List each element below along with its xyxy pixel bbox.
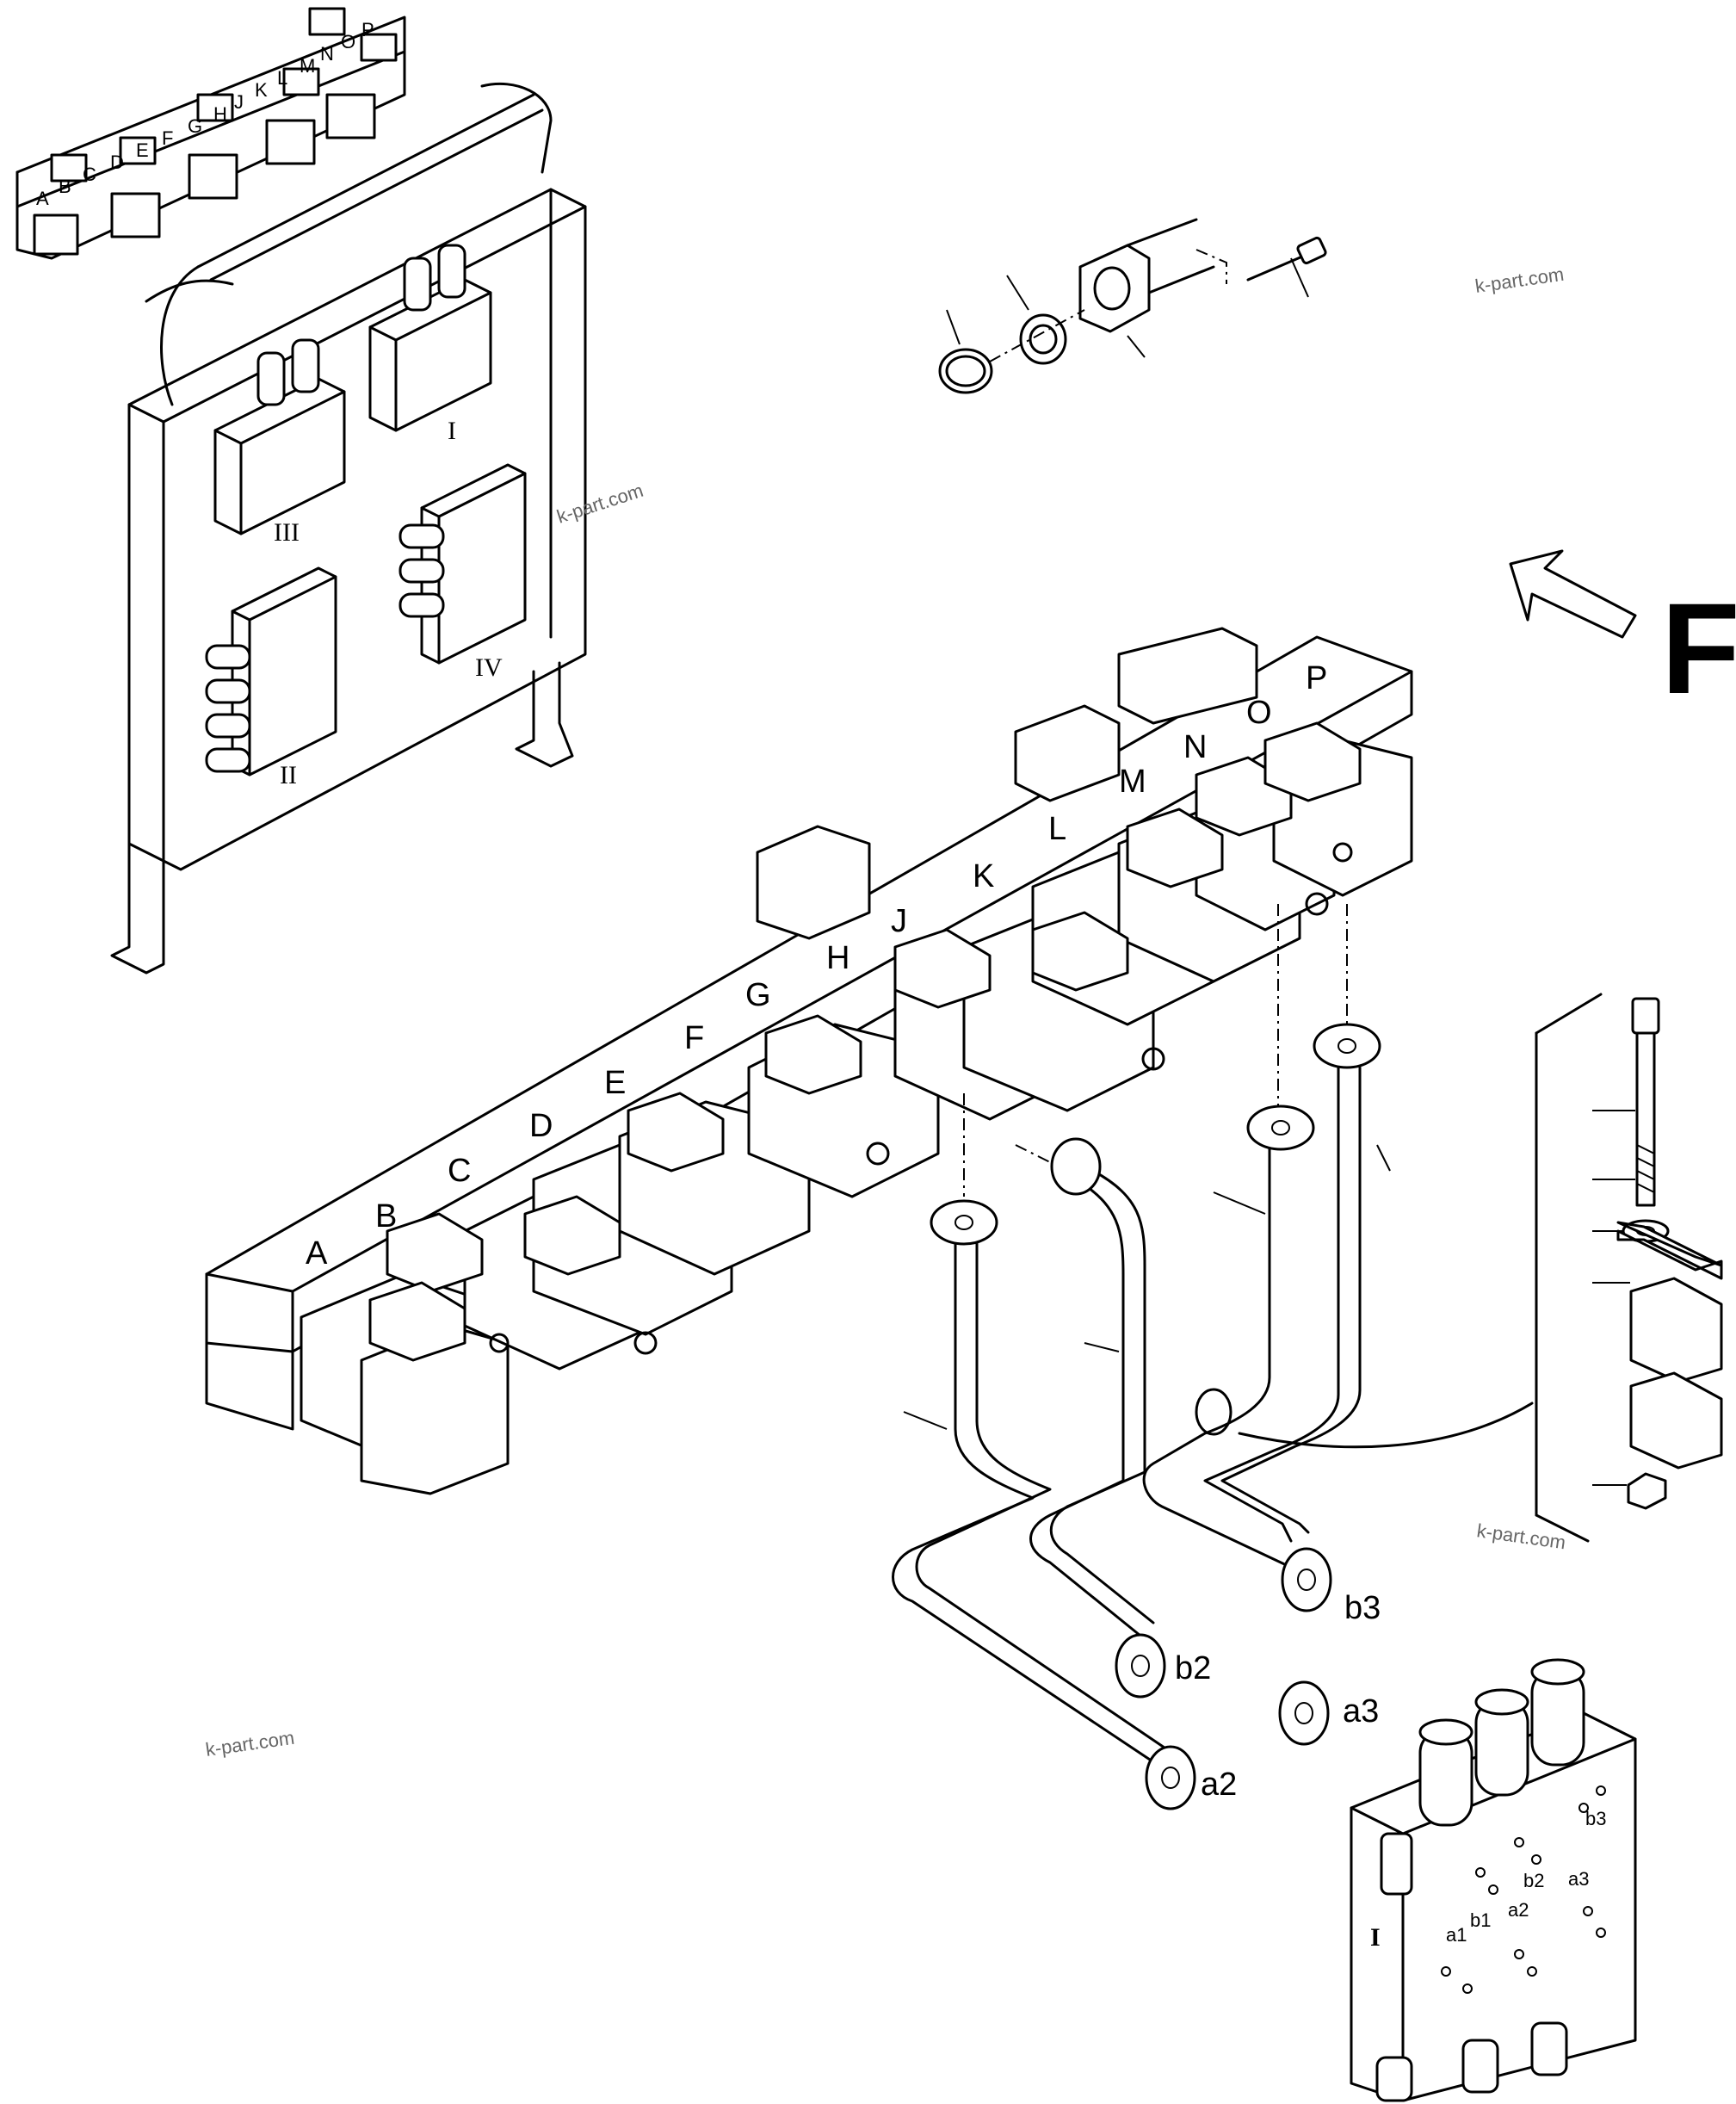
watermark: k-part.com (1473, 263, 1565, 297)
valve-label: C (448, 1153, 471, 1189)
valve-label: A (306, 1235, 328, 1272)
overview-label: D (110, 152, 124, 173)
valve-label: J (891, 903, 907, 939)
overview-label: J (234, 91, 244, 113)
pipe-port-label: b2 (1175, 1650, 1211, 1686)
valve-block-I: I a1 b1 a2 b2 a3 b3 (1350, 1658, 1637, 2102)
valve-label: H (826, 940, 849, 976)
group-label-IV: IV (475, 653, 503, 682)
overview-label: N (320, 43, 334, 65)
overview-label: K (255, 79, 268, 101)
overview-label: L (277, 67, 287, 89)
flange-exploded-view (938, 218, 1327, 394)
section-letter: F (1661, 576, 1736, 721)
valve-label: F (684, 1020, 704, 1056)
watermark: k-part.com (204, 1727, 295, 1761)
overview-label: G (188, 115, 202, 137)
group-label-II: II (280, 761, 297, 789)
overview-label: E (136, 139, 149, 161)
block-port-label: a2 (1508, 1899, 1529, 1921)
valve-label: D (529, 1108, 553, 1144)
manifold-assembly (205, 627, 1413, 1495)
pipe-port-label: a2 (1201, 1767, 1237, 1803)
view-arrow-icon (1509, 549, 1637, 639)
pipe-assembly (892, 904, 1534, 1810)
block-port-label: b1 (1470, 1909, 1491, 1931)
pipe-port-label: b3 (1344, 1590, 1381, 1626)
pipe-port-label: a3 (1343, 1693, 1379, 1730)
valve-label: L (1048, 811, 1066, 847)
valve-label: K (973, 858, 994, 894)
block-group-label: I (1370, 1923, 1381, 1952)
valve-label: M (1119, 764, 1146, 800)
watermark: k-part.com (554, 480, 646, 528)
valve-label: N (1183, 729, 1207, 765)
overview-label: P (361, 19, 374, 40)
overview-label: C (83, 164, 96, 185)
overview-label: B (59, 176, 71, 197)
overview-letters: A B C D E F G H J K L M N O P (36, 19, 374, 209)
overview-label: H (213, 103, 227, 125)
valve-label: G (745, 977, 771, 1013)
group-label-I: I (448, 417, 456, 445)
valve-letter-labels: A B C D E F G H J K L M N O P (306, 660, 1327, 1272)
overview-label: O (341, 31, 355, 53)
valve-label: P (1306, 660, 1327, 696)
block-port-label: a3 (1568, 1868, 1589, 1890)
overview-label: A (36, 188, 49, 209)
clamp-exploded-view (1535, 993, 1723, 1543)
group-label-III: III (274, 518, 300, 547)
valve-label: E (604, 1065, 626, 1101)
block-port-label: b2 (1523, 1870, 1544, 1891)
valve-label: O (1246, 695, 1272, 731)
valve-label: B (375, 1198, 397, 1235)
overview-frame: A B C D E F G H J K L M N O P (15, 7, 587, 975)
block-port-label: a1 (1446, 1924, 1467, 1946)
block-port-label: b3 (1585, 1808, 1606, 1829)
overview-label: F (162, 127, 173, 149)
overview-label: M (300, 55, 315, 77)
